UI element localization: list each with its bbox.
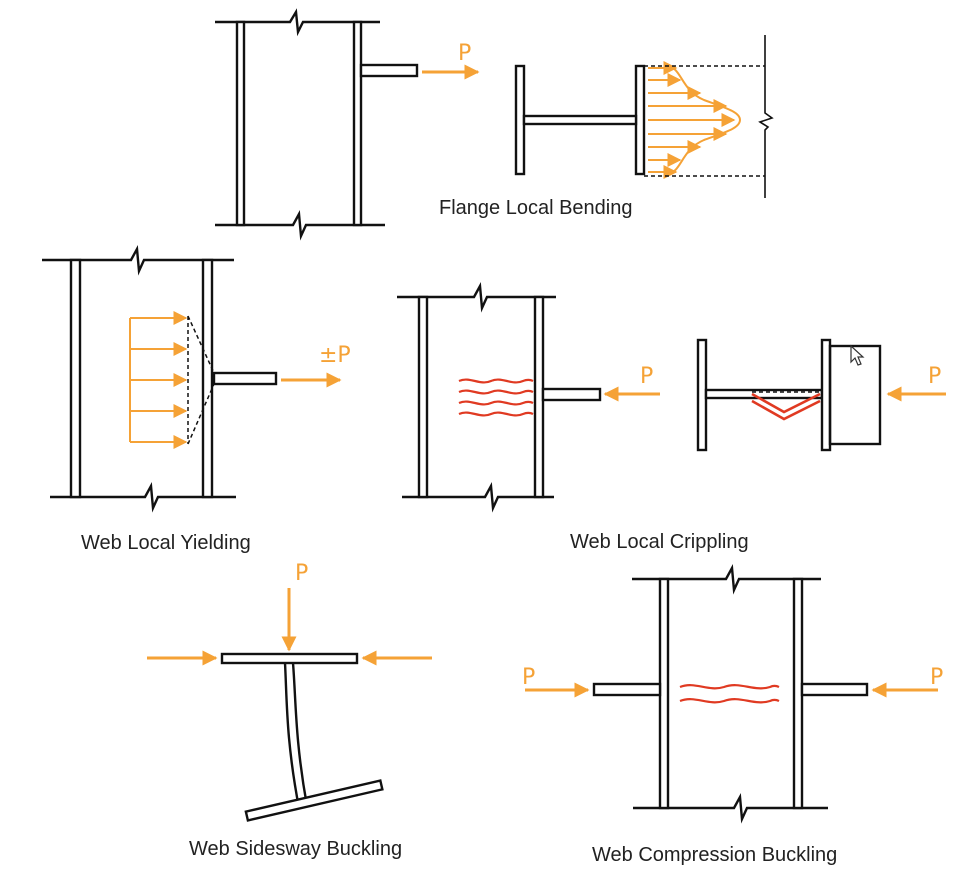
load-label-left: P — [522, 665, 535, 690]
load-plate-right — [800, 682, 869, 697]
load-label: P — [640, 364, 653, 389]
web-right-edge — [291, 662, 309, 807]
column-elevation — [397, 281, 602, 513]
i-section-plan — [514, 64, 646, 176]
panel-web-local-yielding: ±P Web Local Yielding — [42, 244, 351, 554]
column-flange-left — [69, 258, 82, 499]
bearing-plate — [828, 344, 882, 446]
distributed-load-arrows — [129, 311, 188, 449]
column-flange-left — [235, 20, 246, 227]
tension-flange-plate — [359, 63, 419, 78]
load-label: P — [295, 561, 308, 586]
column-flange-right — [201, 258, 214, 499]
column-flange-right — [352, 20, 363, 227]
bottom-flange — [244, 779, 384, 822]
caption-flange-local-bending: Flange Local Bending — [439, 197, 632, 219]
stress-curve — [665, 65, 742, 175]
caption-web-local-yielding: Web Local Yielding — [81, 532, 251, 554]
column-elevation — [215, 8, 419, 241]
load-label-right: P — [930, 665, 943, 690]
panel-web-sidesway-buckling: P Web Sidesway Buckling — [147, 561, 432, 860]
section-flange-right — [820, 338, 832, 452]
load-plate-left — [592, 682, 662, 697]
buckling-waves — [679, 684, 780, 704]
web-left-edge — [283, 662, 301, 809]
column-flange-right — [533, 295, 545, 499]
crippling-waves — [458, 378, 534, 417]
column-flange-left — [417, 295, 429, 499]
load-label-2: P — [928, 364, 941, 389]
section-flange-right — [634, 64, 646, 176]
column-elevation — [592, 563, 869, 824]
caption-web-local-crippling: Web Local Crippling — [570, 531, 749, 553]
section-flange-left — [514, 64, 526, 176]
section-web — [704, 388, 824, 400]
load-plate — [541, 387, 602, 402]
top-flange — [220, 652, 359, 665]
mouse-pointer-icon — [850, 344, 865, 366]
section-flange-left — [696, 338, 708, 452]
panel-flange-local-bending: P Flange Local Bending — [215, 8, 774, 241]
dispersion-lines — [187, 315, 215, 445]
column-elevation — [42, 244, 278, 513]
load-plate — [212, 371, 278, 386]
i-section-plan — [696, 338, 882, 452]
column-flange-right — [792, 577, 804, 810]
column-flange-left — [658, 577, 670, 810]
break-line — [758, 35, 774, 198]
load-label: ±P — [319, 343, 351, 368]
panel-web-local-crippling: P P Web Local Crippling — [397, 281, 946, 553]
stress-distribution — [648, 61, 742, 179]
crippled-web — [751, 392, 821, 421]
panel-web-compression-buckling: P P Web Compression Buckling — [522, 563, 943, 866]
section-web — [522, 114, 638, 126]
caption-web-sidesway-buckling: Web Sidesway Buckling — [189, 838, 402, 860]
caption-web-compression-buckling: Web Compression Buckling — [592, 844, 837, 866]
load-label: P — [458, 41, 471, 66]
